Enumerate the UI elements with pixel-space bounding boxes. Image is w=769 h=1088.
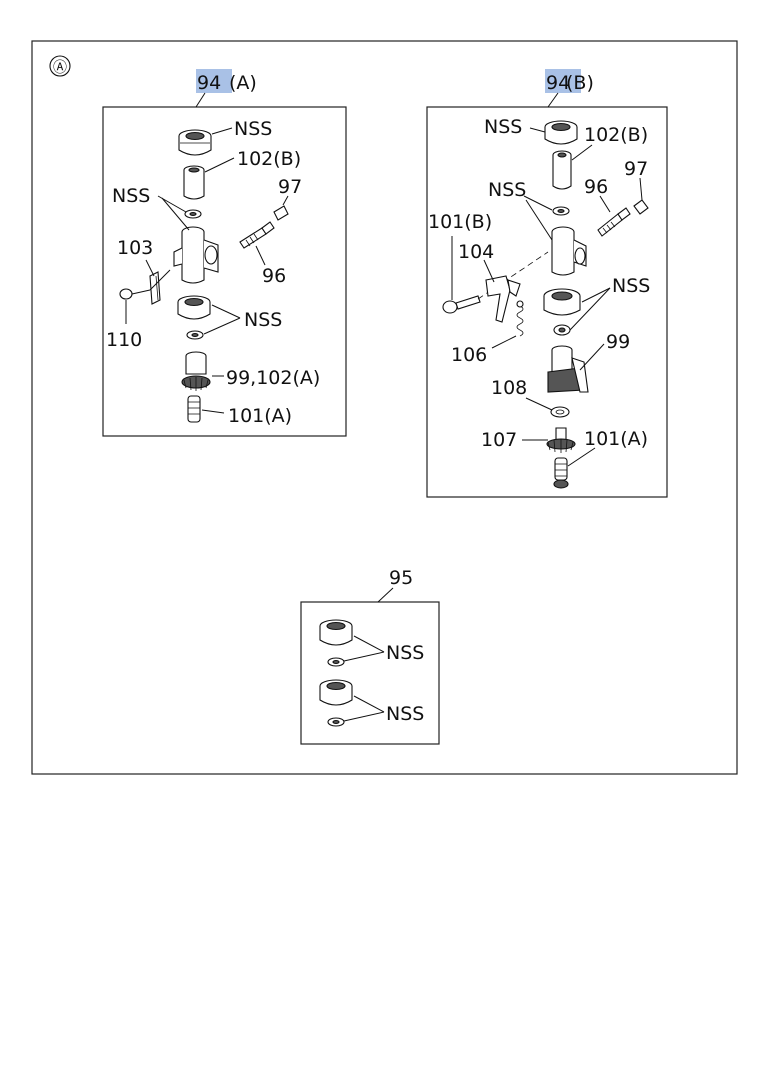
label-nss-2-bottom: NSS: [386, 703, 424, 725]
label-101a-left: 101(A): [228, 405, 292, 427]
spring-106-right: [516, 300, 524, 337]
cap-97-left: [273, 205, 289, 221]
spring-101a-left: [187, 395, 201, 423]
bolt-101a-right: [553, 457, 569, 489]
label-102b-right: 102(B): [584, 124, 648, 146]
gear-107-right: [546, 427, 576, 453]
panel-95: 95 NSS NSS: [300, 567, 440, 745]
boot-low-left: [177, 295, 211, 320]
bleeder-96-right: [597, 207, 631, 237]
label-99-right: 99: [606, 331, 630, 353]
panel-94a-ref: 94: [197, 72, 221, 94]
panel-94a-frame: [102, 106, 347, 437]
panel-95-frame: [300, 601, 440, 745]
piston-99-right: [547, 345, 589, 393]
label-nss-mid-right: NSS: [488, 179, 526, 201]
label-101b-right: 101(B): [428, 211, 492, 233]
panel-94b: 94 (B): [426, 69, 668, 498]
highlight-94b: [545, 69, 581, 93]
bracket-104-right: [485, 275, 521, 323]
outer-frame: [31, 40, 738, 775]
label-106-right: 106: [451, 344, 487, 366]
label-nss-1-bottom: NSS: [386, 642, 424, 664]
panel-95-ref: 95: [389, 567, 413, 589]
boot-1-bottom: [319, 619, 353, 646]
label-96-right: 96: [584, 176, 608, 198]
piston-102b-left: [183, 165, 205, 200]
label-107-right: 107: [481, 429, 517, 451]
label-101a-right: 101(A): [584, 428, 648, 450]
view-marker: Ⓐ: [49, 55, 71, 77]
label-nss-top-left: NSS: [234, 118, 272, 140]
label-97-right: 97: [624, 158, 648, 180]
label-96-left: 96: [262, 265, 286, 287]
label-103-left: 103: [117, 237, 153, 259]
label-nss-mid-left: NSS: [112, 185, 150, 207]
boot-top-right: [544, 120, 578, 145]
label-102b-left: 102(B): [237, 148, 301, 170]
label-nss-low-right: NSS: [612, 275, 650, 297]
bolt-101b-right: [442, 295, 481, 314]
highlight-94a: [196, 69, 232, 93]
panel-94a: 94 (A): [102, 69, 347, 437]
panel-94b-ref: 94: [546, 72, 570, 94]
caliper-body-left: [173, 226, 219, 284]
bracket-103-left: [149, 271, 161, 305]
panel-94b-frame: [426, 106, 668, 498]
boot-top-left: [178, 129, 212, 156]
label-nss-top-right: NSS: [484, 116, 522, 138]
boot-low-right: [543, 288, 581, 316]
cap-97-right: [633, 199, 649, 215]
label-104-right: 104: [458, 241, 494, 263]
label-99-102a-left: 99,102(A): [226, 367, 320, 389]
washer-108-right: [550, 406, 570, 418]
bolt-110-left: [119, 288, 151, 300]
panel-94a-variant: (A): [229, 72, 257, 94]
piston-102b-right: [552, 150, 572, 190]
piston-99-left: [181, 351, 211, 391]
label-97-left: 97: [278, 176, 302, 198]
caliper-body-right: [551, 226, 587, 276]
panel-94b-variant: (B): [566, 72, 594, 94]
boot-2-bottom: [319, 679, 353, 706]
bleeder-96-left: [239, 221, 275, 249]
svg-text:Ⓐ: Ⓐ: [53, 60, 67, 76]
label-110-left: 110: [106, 329, 142, 351]
label-nss-low-left: NSS: [244, 309, 282, 331]
label-108-right: 108: [491, 377, 527, 399]
